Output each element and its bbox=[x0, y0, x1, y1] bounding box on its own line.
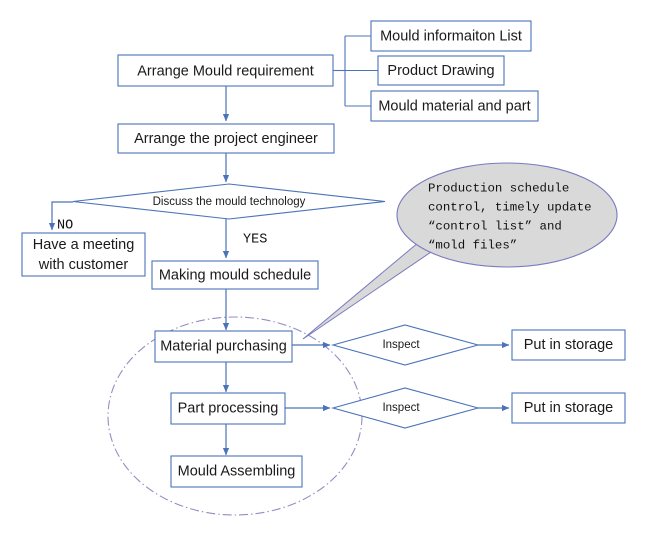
callout-line-3: “control list” and bbox=[428, 219, 562, 233]
node-have-a-meeting-with-customer[interactable] bbox=[21, 232, 146, 277]
node-put-in-storage-1-label: Put in storage bbox=[524, 337, 613, 353]
node-inspect-2[interactable] bbox=[330, 387, 481, 429]
node-arrange-project-engineer-label: Arrange the project engineer bbox=[134, 131, 318, 147]
node-mould-assembling[interactable] bbox=[170, 455, 303, 488]
node-part-processing-label: Part processing bbox=[178, 400, 279, 416]
node-mould-material-and-part[interactable] bbox=[370, 90, 539, 122]
node-discuss-mould-technology[interactable] bbox=[72, 183, 386, 220]
node-inspect-2-label: Inspect bbox=[382, 402, 420, 414]
node-put-in-storage-2[interactable] bbox=[511, 392, 626, 424]
node-making-mould-schedule-label: Making mould schedule bbox=[159, 267, 311, 283]
node-mould-material-and-part-label: Mould material and part bbox=[378, 98, 530, 114]
node-put-in-storage-1[interactable] bbox=[511, 329, 626, 361]
node-making-mould-schedule[interactable] bbox=[151, 260, 319, 290]
node-part-processing[interactable] bbox=[170, 392, 286, 425]
node-material-purchasing-label: Material purchasing bbox=[160, 338, 287, 354]
callout-tail bbox=[302, 241, 435, 340]
callout-line-2: control, timely update bbox=[428, 200, 592, 214]
node-arrange-mould-requirement[interactable] bbox=[117, 54, 334, 87]
edge-label-no: NO bbox=[57, 219, 73, 234]
callout-line-4: “mold files” bbox=[428, 238, 517, 252]
connector-discuss-no-to-meeting bbox=[48, 201, 73, 231]
callout-line-1: Production schedule bbox=[428, 181, 569, 195]
node-inspect-1-label: Inspect bbox=[382, 339, 420, 351]
node-product-drawing-label: Product Drawing bbox=[387, 63, 494, 79]
node-mould-assembling-label: Mould Assembling bbox=[178, 463, 296, 479]
node-product-drawing[interactable] bbox=[377, 55, 505, 86]
callout-bubble bbox=[396, 162, 618, 268]
node-material-purchasing[interactable] bbox=[154, 330, 293, 363]
node-have-a-meeting-line-1: Have a meeting bbox=[33, 237, 135, 253]
node-have-a-meeting-line-2: with customer bbox=[38, 257, 129, 273]
edge-label-yes: YES bbox=[243, 233, 267, 248]
node-inspect-1[interactable] bbox=[330, 324, 481, 366]
node-arrange-mould-requirement-label: Arrange Mould requirement bbox=[137, 63, 314, 79]
node-arrange-project-engineer[interactable] bbox=[117, 123, 335, 154]
node-mould-information-list-label: Mould informaiton List bbox=[380, 28, 522, 44]
node-put-in-storage-2-label: Put in storage bbox=[524, 400, 613, 416]
node-discuss-mould-technology-label: Discuss the mould technology bbox=[153, 196, 306, 208]
node-mould-information-list[interactable] bbox=[370, 20, 532, 52]
